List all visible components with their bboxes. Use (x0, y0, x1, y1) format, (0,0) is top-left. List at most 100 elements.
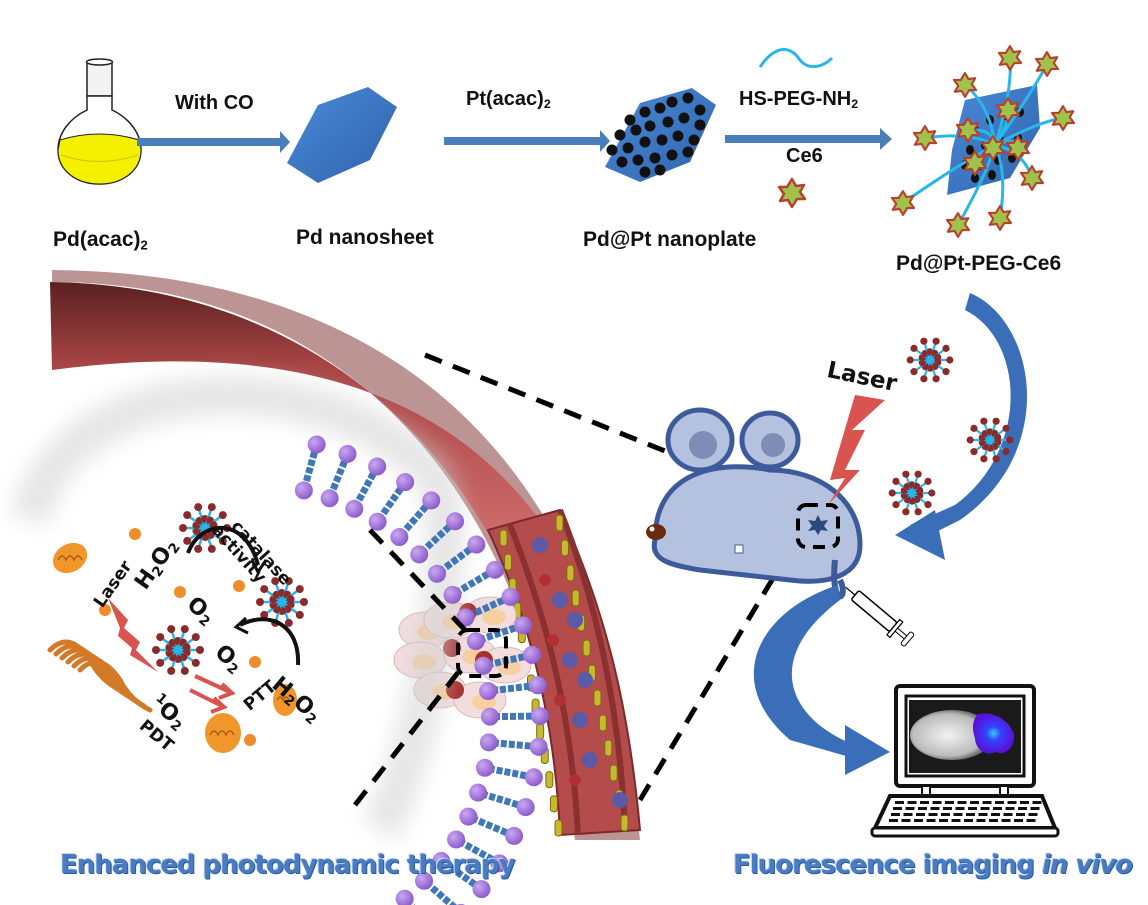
mitochondrion-icon (205, 713, 241, 753)
orange-dot (233, 580, 245, 592)
endothelial-cell (609, 764, 618, 782)
key (907, 801, 917, 804)
golgi-cisterna (77, 659, 153, 713)
circulation-arrow-top (895, 293, 1028, 560)
reagent-ce6: Ce6 (786, 145, 823, 167)
key (932, 801, 942, 804)
endothelial-cell (598, 714, 607, 732)
mouse-icon (646, 407, 863, 600)
pt-dot (694, 119, 706, 131)
endothelial-cell (593, 689, 602, 707)
key (993, 807, 1002, 810)
key (964, 819, 973, 822)
orange-dot (244, 734, 256, 746)
step-label-pd-pt-peg-ce6: Pd@Pt-PEG-Ce6 (896, 252, 1062, 275)
key (966, 813, 975, 816)
arrow-peg-ce6 (725, 128, 892, 150)
lipid-head (524, 768, 543, 787)
ce6-molecule-icon (777, 177, 807, 209)
lipid-head (447, 830, 466, 849)
pt-dot (622, 142, 634, 154)
fluorescence-signal (973, 713, 1015, 754)
red-blood-cell (554, 694, 566, 706)
caption-fluorescence-imaging: Fluorescence imaging in vivo (733, 850, 1133, 880)
ce6-molecule (1050, 105, 1076, 131)
pd-nanosheet-icon (287, 87, 397, 183)
lipid-head (505, 826, 524, 845)
ce6-molecule (912, 125, 938, 151)
lipid-head (490, 854, 509, 873)
lipid-head (307, 435, 326, 454)
lipid-head (475, 758, 494, 777)
ce6-molecule (997, 45, 1023, 71)
fluorescence-mouse-image (910, 710, 994, 760)
pt-dot (632, 154, 644, 166)
pt-dot (654, 164, 666, 176)
endothelial-cell (554, 819, 563, 837)
lipid-head (466, 632, 485, 651)
key (982, 801, 992, 804)
pt-dot (666, 149, 678, 161)
pt-dot (614, 129, 626, 141)
pt-dot (644, 120, 656, 132)
nanoparticle-in-blood (572, 712, 588, 728)
key (953, 813, 963, 816)
lipid-head (368, 512, 387, 531)
orange-dot (249, 656, 261, 668)
key (1018, 807, 1027, 810)
lipid-head (390, 528, 409, 547)
pt-dot (654, 102, 666, 114)
key (1026, 819, 1036, 822)
caption-enhanced-pdt: Enhanced photodynamic therapy (60, 850, 515, 880)
endothelial-cell (620, 814, 629, 832)
step-label-pd-nanosheet: Pd nanosheet (296, 226, 434, 249)
organelles (47, 528, 297, 753)
ce6-molecule (995, 97, 1021, 123)
nanoparticle-in-blood (567, 612, 583, 628)
pt-dot (616, 156, 628, 168)
key (1003, 813, 1013, 816)
endothelial-cell (545, 771, 554, 789)
endothelial-cell (566, 564, 575, 582)
red-blood-cell (539, 574, 551, 586)
lipid-head (474, 656, 493, 675)
nanoparticle-in-blood (552, 592, 568, 608)
key (916, 813, 925, 816)
red-blood-cell (547, 634, 559, 646)
nanoparticle-complex (966, 417, 1014, 463)
lipid-head (516, 798, 535, 817)
laser-bolt-mouse-icon (828, 395, 885, 505)
orange-dot (99, 604, 111, 616)
lipid-head (529, 737, 548, 756)
lipid-head (479, 733, 498, 752)
key (918, 807, 927, 810)
cell-nucleus (497, 659, 521, 675)
key (930, 807, 940, 810)
key (905, 807, 915, 810)
endothelial-cell (582, 639, 591, 657)
nanoparticle-in-blood (612, 792, 628, 808)
lipid-head (368, 457, 387, 476)
key (901, 819, 911, 822)
lipid-head (432, 851, 451, 870)
pt-dot (606, 144, 618, 156)
pt-dot (688, 134, 700, 146)
pt-dot (694, 104, 706, 116)
pt-dot (639, 106, 651, 118)
step-label-pd-acac: Pd(acac)2 (53, 228, 148, 253)
key (889, 819, 898, 822)
ce6-molecule (890, 190, 916, 216)
endothelial-cell (560, 539, 569, 557)
lipid-head (345, 499, 364, 518)
lipid-head (513, 616, 532, 635)
key (903, 813, 913, 816)
ptt-arrows (189, 674, 236, 714)
nanoparticle-complex (179, 503, 231, 553)
mitochondrion-icon (52, 542, 88, 574)
key (893, 807, 902, 810)
nanoparticle-complex (888, 470, 936, 516)
pd-pt-peg-ce6-icon (890, 45, 1076, 238)
lipid-head (469, 783, 488, 802)
circulation-arrow-bottom (753, 585, 890, 775)
key (1014, 819, 1023, 822)
